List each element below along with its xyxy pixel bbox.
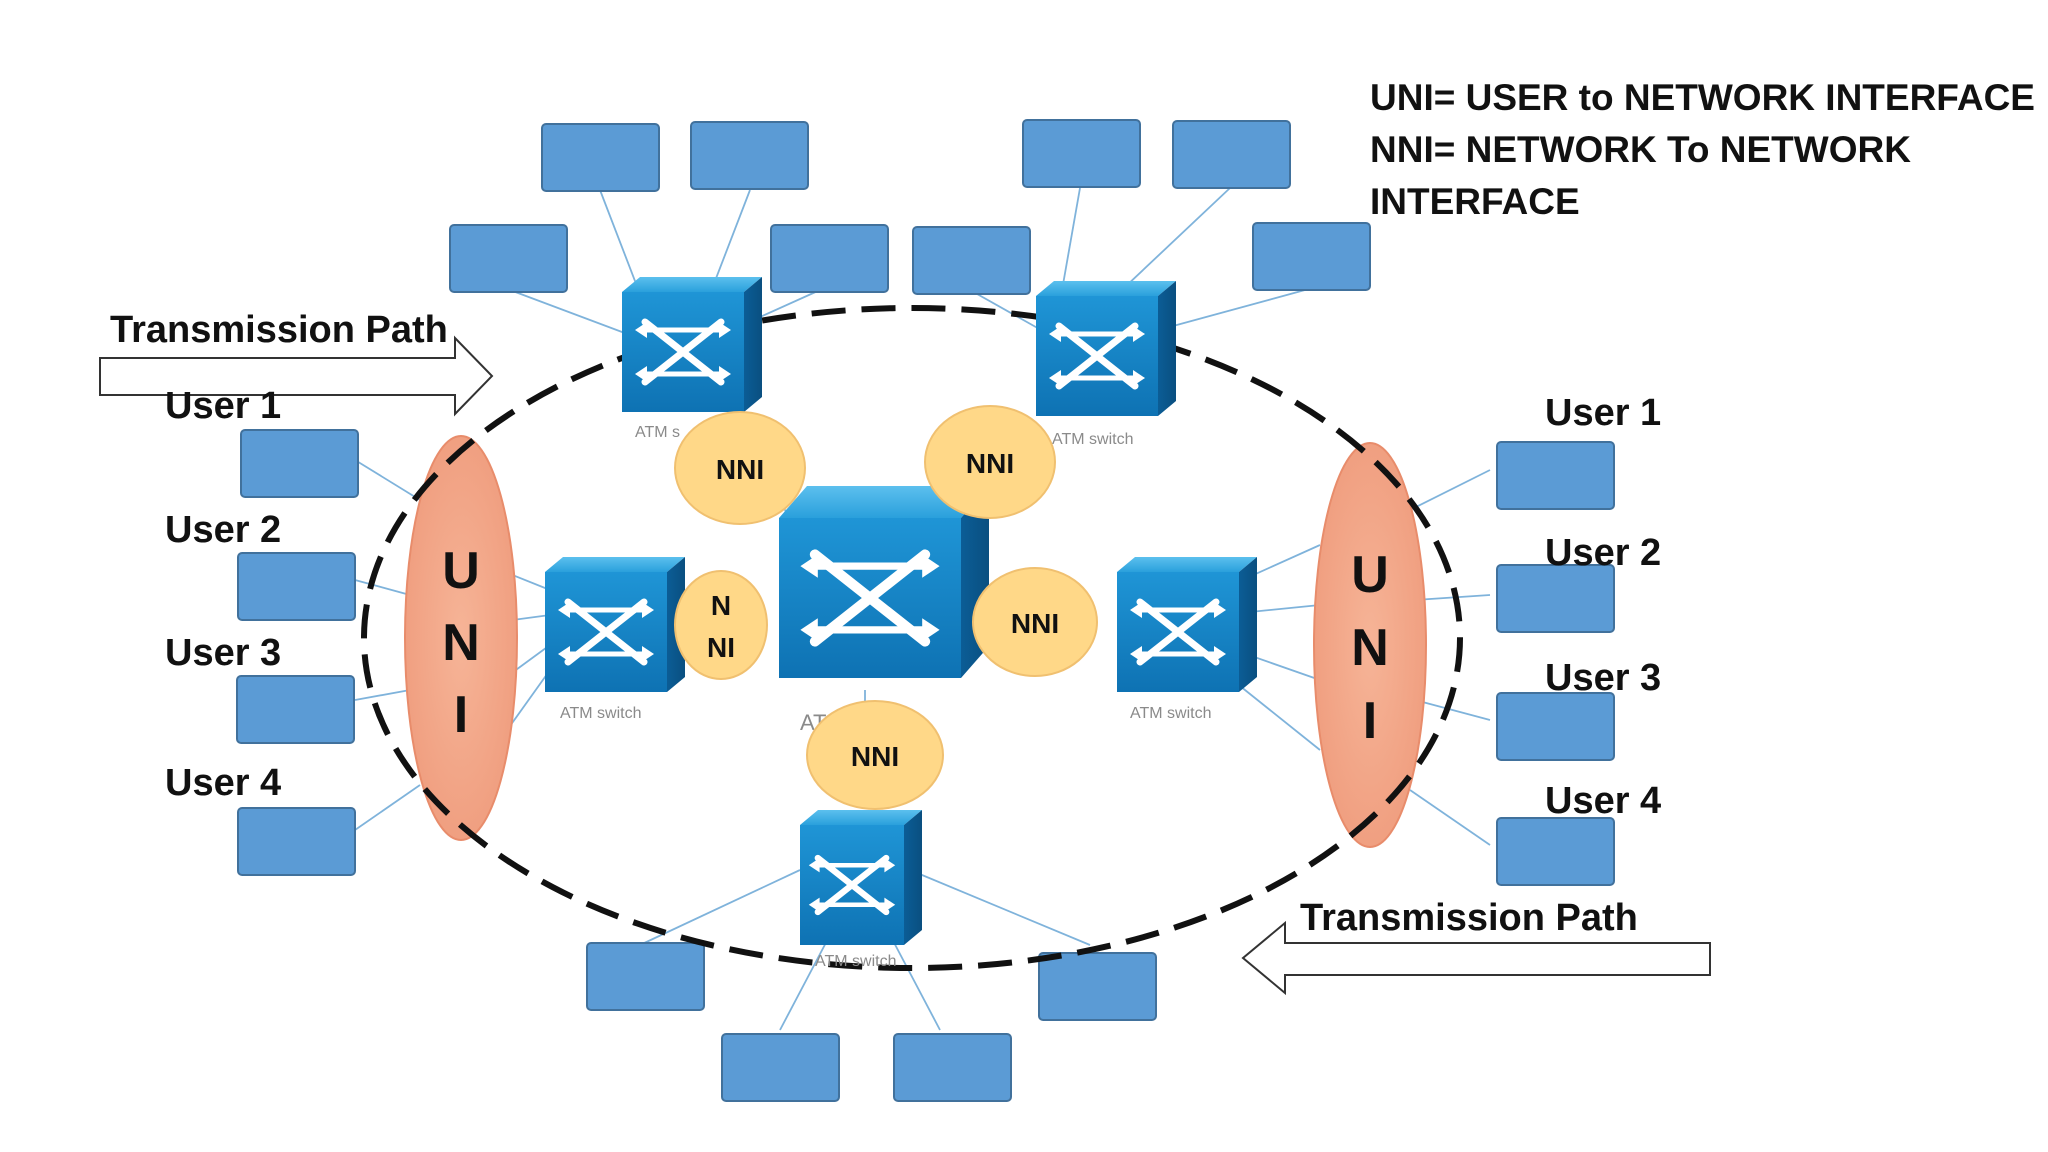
legend-line-3: INTERFACE xyxy=(1370,181,1580,222)
terminal-box xyxy=(237,552,356,621)
terminal-box xyxy=(770,224,889,293)
terminal-box xyxy=(1022,119,1141,188)
terminal-box xyxy=(586,942,705,1011)
nni-mid-left-line1: N xyxy=(711,590,731,621)
legend-line-2: NNI= NETWORK To NETWORK xyxy=(1370,129,1911,170)
atm-switch-center xyxy=(779,486,989,678)
uni-left-ellipse: U N I xyxy=(404,435,518,841)
uni-left-letter-i: I xyxy=(454,686,468,744)
terminal-box xyxy=(1496,564,1615,633)
uni-right-ellipse: U N I xyxy=(1313,442,1427,848)
nni-bottom: NNI xyxy=(806,700,944,810)
terminal-box xyxy=(893,1033,1012,1102)
nni-mid-left: N NI xyxy=(674,570,768,680)
right-user-3-label: User 3 xyxy=(1545,657,1661,699)
left-user-3-label: User 3 xyxy=(165,632,281,674)
nni-top-right-label: NNI xyxy=(966,448,1014,479)
terminal-box xyxy=(1496,692,1615,761)
atm-switch-top-left-label: ATM s xyxy=(635,424,680,441)
uni-right-letter-u: U xyxy=(1351,546,1389,604)
transmission-ring xyxy=(361,305,1463,971)
nni-top-left-label: NNI xyxy=(716,454,764,485)
terminal-box xyxy=(541,123,660,192)
terminal-box xyxy=(690,121,809,190)
terminal-box xyxy=(1252,222,1371,291)
left-user-2-label: User 2 xyxy=(165,509,281,551)
transmission-path-top-label: Transmission Path xyxy=(110,309,448,351)
nni-mid-left-line2: NI xyxy=(707,632,735,663)
uni-right-letter-n: N xyxy=(1351,619,1389,677)
terminal-box xyxy=(237,807,356,876)
terminal-box xyxy=(1038,952,1157,1021)
legend-line-1: UNI= USER to NETWORK INTERFACE xyxy=(1370,77,2035,118)
atm-switch-mid-left xyxy=(545,557,685,692)
transmission-path-bottom-arrow xyxy=(1241,920,1711,996)
atm-switch-bottom xyxy=(800,810,922,945)
atm-switch-mid-right xyxy=(1117,557,1257,692)
terminal-box xyxy=(449,224,568,293)
terminal-box xyxy=(912,226,1031,295)
left-user-1-label: User 1 xyxy=(165,385,281,427)
atm-switch-bottom-label: ATM switch xyxy=(815,953,896,970)
terminal-box xyxy=(240,429,359,498)
uni-right-letter-i: I xyxy=(1363,692,1377,750)
atm-switch-top-right-label: ATM switch xyxy=(1052,431,1133,448)
atm-switch-mid-right-label: ATM switch xyxy=(1130,705,1211,722)
terminal-box xyxy=(1496,817,1615,886)
atm-switch-top-right xyxy=(1036,281,1176,416)
transmission-path-top-arrow xyxy=(99,335,494,417)
right-user-2-label: User 2 xyxy=(1545,532,1661,574)
atm-switch-top-left xyxy=(622,277,762,412)
nni-bottom-label: NNI xyxy=(851,741,899,772)
transmission-path-bottom-label: Transmission Path xyxy=(1300,897,1638,939)
atm-switch-mid-left-label: ATM switch xyxy=(560,705,641,722)
terminal-box xyxy=(1496,441,1615,510)
nni-mid-right-label: NNI xyxy=(1011,608,1059,639)
terminal-box xyxy=(1172,120,1291,189)
uni-left-letter-n: N xyxy=(442,614,480,672)
nni-top-left: NNI xyxy=(674,411,806,525)
legend: UNI= USER to NETWORK INTERFACE NNI= NETW… xyxy=(1370,77,2035,222)
nni-top-right: NNI xyxy=(924,405,1056,519)
nni-mid-right: NNI xyxy=(972,567,1098,677)
terminal-boxes xyxy=(236,119,1615,1102)
left-user-4-label: User 4 xyxy=(165,762,281,804)
terminal-box xyxy=(236,675,355,744)
uni-left-letter-u: U xyxy=(442,542,480,600)
right-user-4-label: User 4 xyxy=(1545,780,1661,822)
terminal-box xyxy=(721,1033,840,1102)
right-user-1-label: User 1 xyxy=(1545,392,1661,434)
